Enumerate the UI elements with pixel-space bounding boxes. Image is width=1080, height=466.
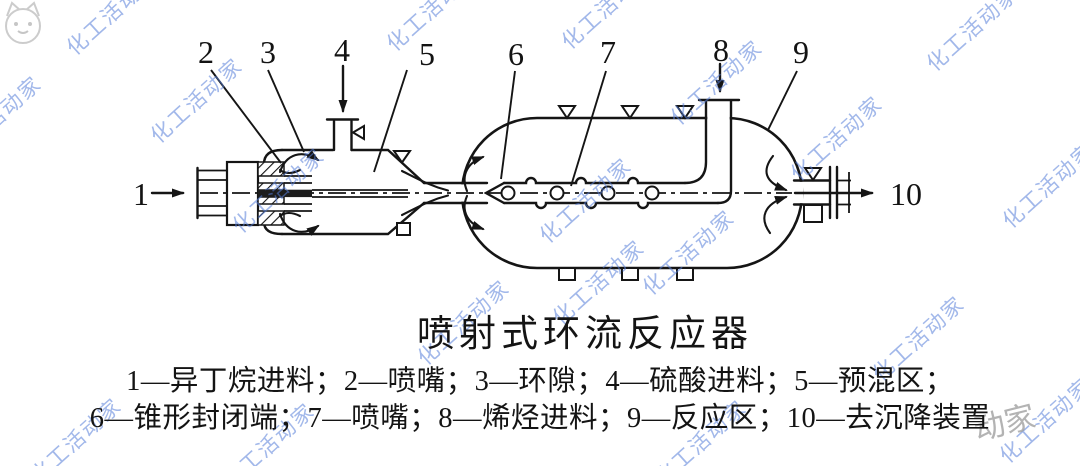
drain-stub-premix: [396, 222, 411, 236]
premix-flow-arrows: [278, 150, 450, 236]
nozzle-block: [225, 160, 285, 227]
part-label-8: 8: [713, 32, 729, 68]
part-label-5: 5: [419, 36, 435, 72]
part-label-10: 10: [890, 176, 922, 212]
sparger-tube: [483, 176, 720, 210]
part-label-2: 2: [198, 34, 214, 70]
jet-tube: [258, 175, 408, 212]
level-mark-premix: [392, 150, 412, 165]
acid-feed-pipe: [325, 118, 412, 236]
level-mark-outlet: [803, 167, 823, 182]
figure-title: 喷射式环流反应器: [417, 314, 753, 355]
vessel-marks: [557, 105, 695, 281]
level-mark: [675, 105, 695, 120]
part-label-7: 7: [600, 34, 616, 70]
nozzle-hole: [500, 185, 516, 201]
stream-arrows: [150, 62, 874, 198]
support-stub: [558, 267, 576, 281]
legend-line-1: 1—异丁烷进料；2—喷嘴；3—环隙；4—硫酸进料；5—预混区；: [126, 366, 954, 397]
support-stub: [621, 267, 639, 281]
leader-lines: [210, 69, 798, 187]
outlet-pipe: [792, 165, 851, 223]
support-stub: [676, 267, 694, 281]
part-label-1: 1: [133, 176, 149, 212]
part-label-6: 6: [508, 36, 524, 72]
nozzle-hole: [549, 185, 565, 201]
inlet-flange: [196, 166, 227, 220]
figure-legend: 1—异丁烷进料；2—喷嘴；3—环隙；4—硫酸进料；5—预混区； 6—锥形封闭端；…: [0, 363, 1080, 437]
nozzle-hole: [600, 185, 616, 201]
nozzle-hole: [644, 185, 660, 201]
legend-line-2: 6—锥形封闭端；7—喷嘴；8—烯烃进料；9—反应区；10—去沉降装置: [89, 403, 991, 434]
support-stub-outlet: [803, 204, 823, 223]
level-mark: [620, 105, 640, 120]
part-label-3: 3: [260, 34, 276, 70]
vessel-flow-arrows: [463, 154, 788, 235]
cat-logo-watermark: [5, 1, 41, 44]
part-label-4: 4: [334, 32, 350, 68]
level-mark: [557, 105, 577, 120]
olefin-feed-pipe: [683, 98, 741, 205]
part-label-9: 9: [793, 34, 809, 70]
